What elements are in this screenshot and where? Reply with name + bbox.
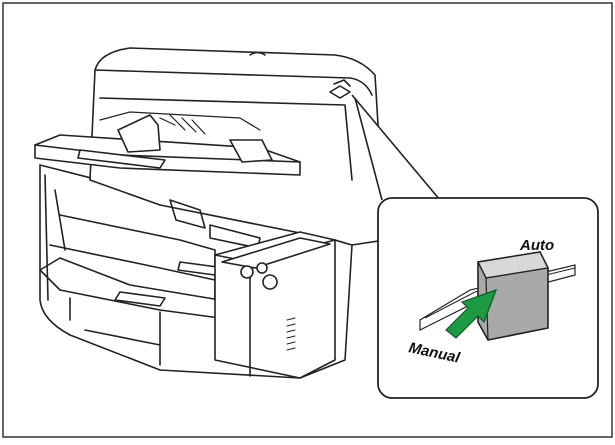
callout-pointer-line xyxy=(351,94,441,201)
label-auto: Auto xyxy=(519,237,554,254)
panel-button-3 xyxy=(262,274,278,290)
callout-magnifier: Auto Manual xyxy=(351,94,599,399)
document-scanner xyxy=(34,47,386,379)
panel-button-1 xyxy=(240,265,254,279)
tray-slot xyxy=(77,149,166,169)
callout-pointer-line xyxy=(354,97,383,201)
paper-guide-left xyxy=(117,114,161,153)
panel-button-2 xyxy=(256,262,268,274)
auto-manual-lever xyxy=(329,85,351,99)
exit-tray-stopper xyxy=(114,291,166,307)
direction-arrow-icon xyxy=(445,289,498,339)
feed-tray xyxy=(34,134,301,176)
paper-guide-right xyxy=(229,139,273,163)
